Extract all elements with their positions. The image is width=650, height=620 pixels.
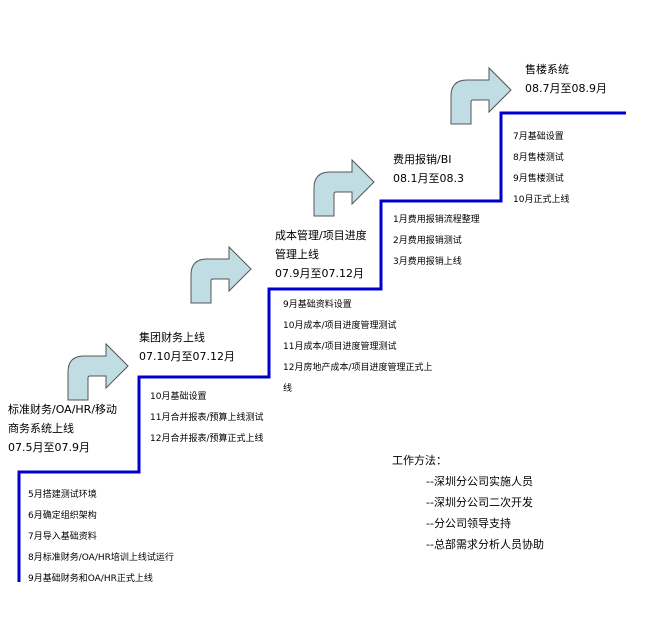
task-item: 8月售楼测试 <box>513 153 564 163</box>
task-item: 11月成本/项目进度管理测试 <box>283 342 397 352</box>
task-item: 2月费用报销测试 <box>393 236 462 246</box>
stage-5-title-line: 售楼系统 <box>525 63 569 76</box>
task-item: 5月搭建测试环境 <box>28 490 97 500</box>
task-item: 9月基础资料设置 <box>283 300 352 310</box>
task-item: 6月确定组织架构 <box>28 511 97 521</box>
stage-1-period: 07.5月至07.9月 <box>8 441 90 454</box>
work-method-list: --深圳分公司实施人员 --深圳分公司二次开发 --分公司领导支持 --总部需求… <box>426 471 544 555</box>
work-method-heading: 工作方法： <box>392 454 447 467</box>
task-item: 10月成本/项目进度管理测试 <box>283 321 397 331</box>
stage-5-task-list: 7月基础设置 8月售楼测试 9月售楼测试 10月正式上线 <box>513 127 569 211</box>
stage-4-title-line: 费用报销/BI <box>393 153 452 166</box>
curved-arrow-icon <box>67 342 129 401</box>
stage-1-title-line: 标准财务/OA/HR/移动 <box>8 403 118 416</box>
stage-4-task-list: 1月费用报销流程整理 2月费用报销测试 3月费用报销上线 <box>393 210 480 273</box>
task-item: 10月正式上线 <box>513 195 570 205</box>
task-item: 8月标准财务/OA/HR培训上线试运行 <box>28 553 174 563</box>
stage-4-title: 费用报销/BI 08.1月至08.3 <box>393 150 464 188</box>
task-item: 3月费用报销上线 <box>393 257 462 267</box>
curved-arrow-icon <box>190 245 252 304</box>
task-item: 9月基础财务和OA/HR正式上线 <box>28 574 153 584</box>
task-item: 12月房地产成本/项目进度管理正式上 <box>283 363 433 373</box>
stage-2-title-line: 集团财务上线 <box>139 331 205 344</box>
stage-3-period: 07.9月至07.12月 <box>275 267 364 280</box>
task-item: 7月导入基础资料 <box>28 532 97 542</box>
task-item: 7月基础设置 <box>513 132 564 142</box>
stage-5-period: 08.7月至08.9月 <box>525 82 607 95</box>
stage-4-period: 08.1月至08.3 <box>393 172 464 185</box>
stage-2-task-list: 10月基础设置 11月合并报表/预算上线测试 12月合并报表/预算正式上线 <box>150 387 264 450</box>
curved-arrow-icon <box>313 158 375 217</box>
stair-line <box>17 111 626 582</box>
task-item: 9月售楼测试 <box>513 174 564 184</box>
stage-1-task-list: 5月搭建测试环境 6月确定组织架构 7月导入基础资料 8月标准财务/OA/HR培… <box>28 485 174 590</box>
work-method-item: --深圳分公司二次开发 <box>426 496 533 509</box>
task-item: 10月基础设置 <box>150 392 207 402</box>
stage-3-task-list: 9月基础资料设置 10月成本/项目进度管理测试 11月成本/项目进度管理测试 1… <box>283 295 433 400</box>
stage-3-title-line: 成本管理/项目进度 <box>275 229 367 242</box>
work-method-item: --总部需求分析人员协助 <box>426 538 544 551</box>
stage-5-title: 售楼系统 08.7月至08.9月 <box>525 60 607 98</box>
task-item: 12月合并报表/预算正式上线 <box>150 434 264 444</box>
task-item: 1月费用报销流程整理 <box>393 215 480 225</box>
stage-3-title: 成本管理/项目进度 管理上线 07.9月至07.12月 <box>275 226 367 283</box>
stage-2-period: 07.10月至07.12月 <box>139 350 235 363</box>
task-item: 11月合并报表/预算上线测试 <box>150 413 264 423</box>
work-method-item: --分公司领导支持 <box>426 517 511 530</box>
task-item: 线 <box>283 384 293 394</box>
stage-1-title: 标准财务/OA/HR/移动 商务系统上线 07.5月至07.9月 <box>8 400 117 457</box>
work-method-item: --深圳分公司实施人员 <box>426 475 533 488</box>
stage-3-title-line: 管理上线 <box>275 248 319 261</box>
curved-arrow-icon <box>450 66 512 125</box>
stage-2-title: 集团财务上线 07.10月至07.12月 <box>139 328 235 366</box>
stage-1-title-line: 商务系统上线 <box>8 422 74 435</box>
